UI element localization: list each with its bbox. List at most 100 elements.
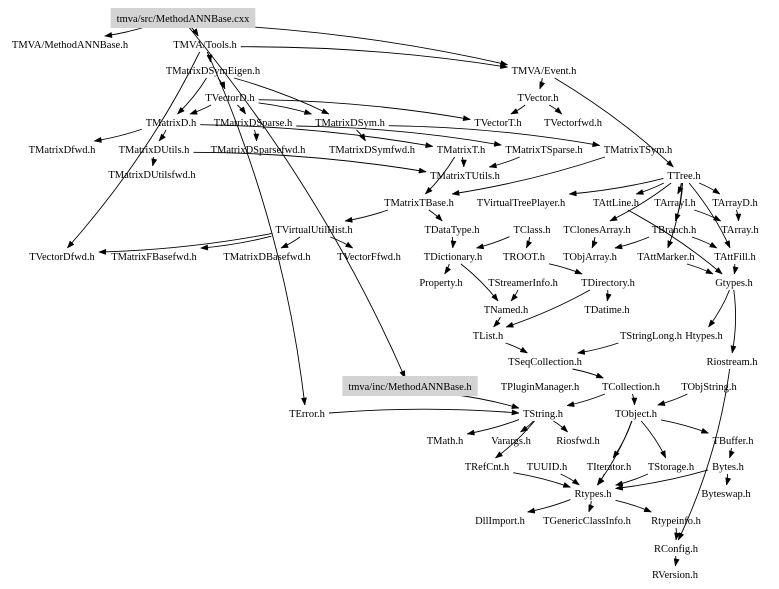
node-label: Gtypes.h — [715, 278, 753, 289]
graph-node-tattfill[interactable]: TAttFill.h — [714, 252, 756, 263]
graph-node-tvirtualtreeplayer[interactable]: TVirtualTreePlayer.h — [477, 198, 566, 209]
graph-node-rtypeinfo[interactable]: Rtypeinfo.h — [651, 516, 702, 527]
graph-node-titerator[interactable]: TIterator.h — [587, 462, 632, 473]
graph-node-tmatrixdutilsfwd[interactable]: TMatrixDUtilsfwd.h — [108, 170, 196, 181]
graph-node-byteswap[interactable]: Byteswap.h — [701, 489, 751, 500]
graph-node-rversion[interactable]: RVersion.h — [652, 570, 699, 581]
graph-node-event-h[interactable]: TMVA/Event.h — [512, 66, 578, 77]
graph-node-tuuid[interactable]: TUUID.h — [527, 462, 568, 473]
node-label: TDataType.h — [425, 225, 481, 236]
arrowhead-icon — [200, 244, 209, 251]
graph-node-tvectort[interactable]: TVectorT.h — [474, 118, 522, 129]
graph-node-tlist[interactable]: TList.h — [473, 331, 504, 342]
graph-node-tclonesarray[interactable]: TClonesArray.h — [563, 225, 631, 236]
arrowhead-icon — [614, 243, 623, 250]
graph-node-htypes[interactable]: Htypes.h — [685, 331, 723, 342]
graph-node-ttree[interactable]: TTree.h — [667, 171, 701, 182]
graph-node-tdictionary[interactable]: TDictionary.h — [424, 252, 483, 263]
graph-node-tvectord[interactable]: TVectorD.h — [205, 93, 255, 104]
graph-node-tdirectory[interactable]: TDirectory.h — [581, 278, 636, 289]
node-label: TAttLine.h — [593, 198, 640, 209]
graph-node-tmatrixdfwd[interactable]: TMatrixDfwd.h — [29, 145, 97, 156]
graph-node-tmatrixtsparse[interactable]: TMatrixTSparse.h — [505, 145, 583, 156]
graph-node-methodannbase-h[interactable]: TMVA/MethodANNBase.h — [12, 40, 129, 51]
node-label: RConfig.h — [654, 544, 699, 555]
graph-node-tattmarker[interactable]: TAttMarker.h — [637, 252, 695, 263]
edge-tvirtualutilhist-to-tvectordfwd — [98, 233, 272, 253]
graph-node-tstreamerinfo[interactable]: TStreamerInfo.h — [488, 278, 558, 289]
graph-node-rconfig[interactable]: RConfig.h — [654, 544, 699, 555]
graph-node-riostream[interactable]: Riostream.h — [706, 357, 758, 368]
graph-node-tseqcollection[interactable]: TSeqCollection.h — [508, 357, 583, 368]
graph-node-tobjstring[interactable]: TObjString.h — [681, 382, 737, 393]
graph-node-tmath[interactable]: TMath.h — [427, 436, 464, 447]
arrowhead-icon — [631, 397, 638, 406]
graph-node-tmatrixd[interactable]: TMatrixD.h — [146, 118, 197, 129]
arrowhead-icon — [571, 478, 580, 486]
graph-node-tmatrixdsparsefwd[interactable]: TMatrixDSparsefwd.h — [211, 145, 307, 156]
graph-node-rtypes[interactable]: Rtypes.h — [574, 489, 612, 500]
node-label: TMatrixDBasefwd.h — [223, 252, 311, 263]
graph-node-terror[interactable]: TError.h — [289, 409, 326, 420]
graph-node-tmatrixdsymfwd[interactable]: TMatrixDSymfwd.h — [329, 145, 416, 156]
graph-node-tmatrixdsymeigen[interactable]: TMatrixDSymEigen.h — [166, 66, 261, 77]
graph-node-tools-h[interactable]: TMVA/Tools.h — [173, 40, 237, 51]
graph-node-tmatrixdsym[interactable]: TMatrixDSym.h — [315, 118, 385, 129]
graph-node-tcollection[interactable]: TCollection.h — [602, 382, 661, 393]
graph-node-tmatrixtutils[interactable]: TMatrixTUtils.h — [430, 171, 500, 182]
graph-node-root[interactable]: tmva/src/MethodANNBase.cxx — [110, 8, 256, 28]
graph-node-tgenericclassinfo[interactable]: TGenericClassInfo.h — [543, 516, 632, 527]
graph-node-dllimport[interactable]: DllImport.h — [475, 516, 526, 527]
graph-node-tvirtualutilhist[interactable]: TVirtualUtilHist.h — [275, 225, 353, 236]
node-label: Byteswap.h — [701, 489, 751, 500]
graph-node-tmatrixtsym[interactable]: TMatrixTSym.h — [604, 145, 673, 156]
edge-gtypes-to-riostream — [731, 289, 737, 354]
graph-node-tvector[interactable]: TVector.h — [517, 93, 559, 104]
arrowhead-icon — [730, 345, 737, 354]
graph-node-tvectorfwd[interactable]: TVectorfwd.h — [544, 118, 603, 129]
graph-node-tmatrixdbasefwd[interactable]: TMatrixDBasefwd.h — [223, 252, 311, 263]
arrowhead-icon — [700, 427, 710, 434]
graph-node-tstorage[interactable]: TStorage.h — [648, 462, 695, 473]
graph-node-gtypes[interactable]: Gtypes.h — [715, 278, 753, 289]
graph-node-property[interactable]: Property.h — [419, 278, 463, 289]
node-label: Varargs.h — [491, 436, 532, 447]
edge-tools_h-to-terror — [206, 51, 306, 406]
arrowhead-icon — [475, 243, 485, 250]
graph-node-tmatrixfbasefwd[interactable]: TMatrixFBasefwd.h — [111, 252, 197, 263]
graph-node-tmatrixtbase[interactable]: TMatrixTBase.h — [384, 198, 454, 209]
graph-node-tstring[interactable]: TString.h — [523, 409, 564, 420]
graph-node-bytes[interactable]: Bytes.h — [712, 462, 745, 473]
graph-node-tarrayi[interactable]: TArrayI.h — [654, 198, 696, 209]
graph-node-tobject[interactable]: TObject.h — [615, 409, 658, 420]
graph-node-tdatime[interactable]: TDatime.h — [584, 305, 630, 316]
graph-node-troot[interactable]: TROOT.h — [503, 252, 546, 263]
graph-node-tstringlong[interactable]: TStringLong.h — [620, 331, 683, 342]
graph-node-tvectordfwd[interactable]: TVectorDfwd.h — [29, 252, 95, 263]
graph-node-tdatatype[interactable]: TDataType.h — [425, 225, 481, 236]
graph-node-tmatrixdutils[interactable]: TMatrixDUtils.h — [119, 145, 191, 156]
arrowhead-icon — [158, 133, 166, 142]
graph-node-tvectorffwd[interactable]: TVectorFfwd.h — [337, 252, 402, 263]
graph-node-tmatrixdsparse[interactable]: TMatrixDSparse.h — [214, 118, 293, 129]
node-label: TMatrixTSym.h — [604, 145, 673, 156]
graph-node-tmatrixt[interactable]: TMatrixT.h — [437, 145, 486, 156]
node-label: TStringLong.h — [620, 331, 683, 342]
graph-node-tclass[interactable]: TClass.h — [513, 225, 551, 236]
graph-node-tobjarray[interactable]: TObjArray.h — [563, 252, 617, 263]
arrowhead-icon — [712, 214, 722, 222]
graph-node-tattline[interactable]: TAttLine.h — [593, 198, 640, 209]
graph-node-tnamed[interactable]: TNamed.h — [484, 305, 529, 316]
graph-node-tbuffer[interactable]: TBuffer.h — [713, 436, 755, 447]
graph-node-trefcnt[interactable]: TRefCnt.h — [465, 462, 510, 473]
graph-node-varargs[interactable]: Varargs.h — [491, 436, 532, 447]
graph-node-tpluginmanager[interactable]: TPluginManager.h — [501, 382, 580, 393]
graph-node-tarray[interactable]: TArray.h — [721, 225, 759, 236]
graph-node-inc-methodannbase[interactable]: tmva/inc/MethodANNBase.h — [342, 376, 478, 396]
graph-node-riosfwd[interactable]: Riosfwd.h — [556, 436, 600, 447]
node-label: Riosfwd.h — [556, 436, 600, 447]
graph-node-tbranch[interactable]: TBranch.h — [652, 225, 697, 236]
node-label: TVectorT.h — [474, 118, 522, 129]
graph-node-tarrayd[interactable]: TArrayD.h — [712, 198, 758, 209]
arrowhead-icon — [219, 81, 226, 90]
